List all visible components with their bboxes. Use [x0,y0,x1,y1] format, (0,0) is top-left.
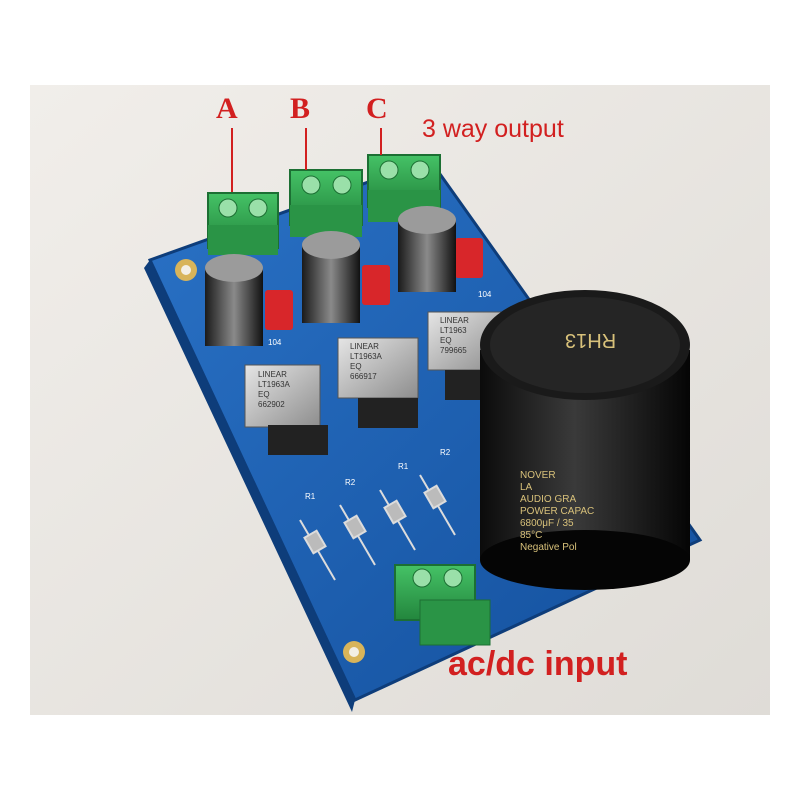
silkscreen-104-a: 104 [268,338,282,347]
input-caption: ac/dc input [448,645,628,683]
capacitor-top-marking: RH13 [565,329,617,351]
silkscreen-r1-a: R1 [305,492,316,501]
regulator-1-marking: LINEAR LT1963A EQ 662902 [258,370,290,409]
label-pointers [231,128,382,192]
output-label-b: B [290,92,311,125]
regulator-2-marking: LINEAR LT1963A EQ 666917 [350,342,382,381]
capacitor-side-marking: NOVER LA AUDIO GRA POWER CAPAC 6800μF / … [520,470,595,553]
small-electrolytic-caps [205,206,456,346]
regulator-3-marking: LINEAR LT1963 EQ 799665 [440,316,469,355]
silkscreen-r2-a: R2 [345,478,356,487]
output-caption: 3 way output [422,115,564,143]
silkscreen-r2-b: R2 [440,448,451,457]
bridge-diodes [299,474,456,581]
silkscreen-r1-b: R1 [398,462,409,471]
output-label-a: A [216,92,238,125]
silkscreen-104-b: 104 [478,290,492,299]
output-label-c: C [366,92,388,125]
film-capacitors [265,238,483,330]
terminal-block-a [207,192,279,255]
input-terminal-block [394,564,491,646]
regulator-chip-2 [337,337,419,428]
main-capacitor [480,290,690,590]
terminal-block-b [289,169,363,237]
regulator-chip-1 [244,364,328,455]
